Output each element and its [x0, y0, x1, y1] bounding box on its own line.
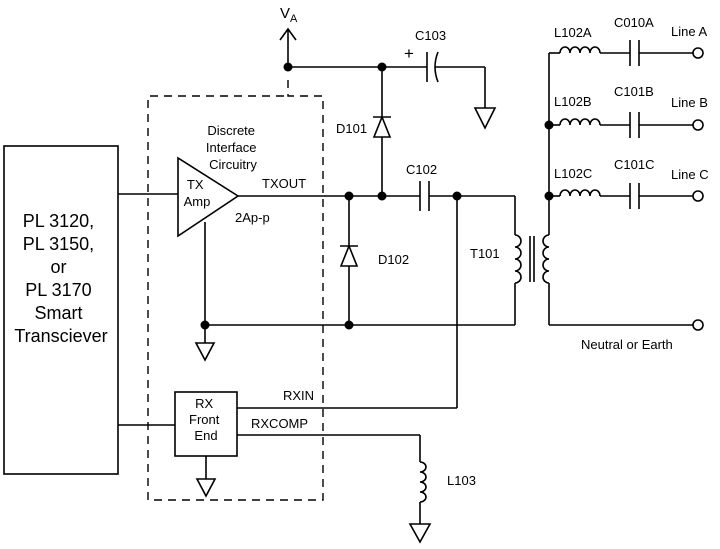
junction-d101-top — [377, 62, 387, 72]
neutral-terminal — [692, 319, 704, 331]
transceiver-box — [3, 145, 119, 475]
l102a-coil — [559, 46, 601, 54]
rx-ground-symbol — [195, 478, 217, 498]
l103-label: L103 — [447, 473, 476, 488]
rx-front-end-label: RX Front End — [189, 396, 223, 443]
rx-front-end-box — [174, 391, 238, 457]
neutral-label: Neutral or Earth — [581, 337, 673, 352]
transceiver-label: PL 3120, PL 3150, or PL 3170 Smart Trans… — [14, 211, 107, 346]
line-b-terminal — [692, 119, 704, 131]
line-a-terminal — [692, 47, 704, 59]
c103-ground-symbol — [473, 107, 497, 130]
tx-amp-symbol — [177, 156, 240, 238]
tx-level-label: 2Ap-p — [235, 210, 270, 225]
d101-diode — [372, 114, 392, 138]
l102c-coil — [559, 189, 601, 197]
interface-label: Discrete Interface Circuitry — [206, 123, 260, 172]
l102c-label: L102C — [554, 166, 592, 181]
d102-diode — [339, 243, 359, 267]
junction-va — [283, 62, 293, 72]
rxin-label: RXIN — [283, 388, 314, 403]
txout-label: TXOUT — [262, 176, 306, 191]
va-arrow-head — [279, 27, 297, 41]
t101-secondary-coil — [542, 234, 550, 284]
va-label: VA — [280, 5, 298, 25]
line-c-label: Line C — [671, 167, 709, 182]
junction-ground-d102 — [344, 320, 354, 330]
l103-coil — [419, 461, 427, 503]
junction-line-c — [544, 191, 554, 201]
junction-ground-left — [200, 320, 210, 330]
rxcomp-label: RXCOMP — [251, 416, 308, 431]
tx-ground-symbol — [194, 342, 216, 362]
c101c-label: C101C — [614, 157, 654, 172]
line-c-terminal — [692, 190, 704, 202]
d101-label: D101 — [336, 121, 367, 136]
c103-label: C103 — [415, 28, 446, 43]
l102b-label: L102B — [554, 94, 592, 109]
c103-polarity: + — [404, 44, 414, 63]
l103-ground-symbol — [408, 523, 432, 544]
interface-boundary — [147, 80, 324, 501]
c010a-label: C010A — [614, 15, 654, 30]
junction-d102-top — [344, 191, 354, 201]
line-b-label: Line B — [671, 95, 708, 110]
c101b-label: C101B — [614, 84, 654, 99]
c102-label: C102 — [406, 162, 437, 177]
junction-rxin — [452, 191, 462, 201]
t101-label: T101 — [470, 246, 500, 261]
tx-amp-label: TX Amp — [184, 177, 211, 209]
junction-line-b — [544, 120, 554, 130]
junction-d101-bottom — [377, 191, 387, 201]
t101-primary-coil — [514, 234, 522, 284]
d102-label: D102 — [378, 252, 409, 267]
line-a-label: Line A — [671, 24, 707, 39]
l102a-label: L102A — [554, 25, 592, 40]
l102b-coil — [559, 118, 601, 126]
